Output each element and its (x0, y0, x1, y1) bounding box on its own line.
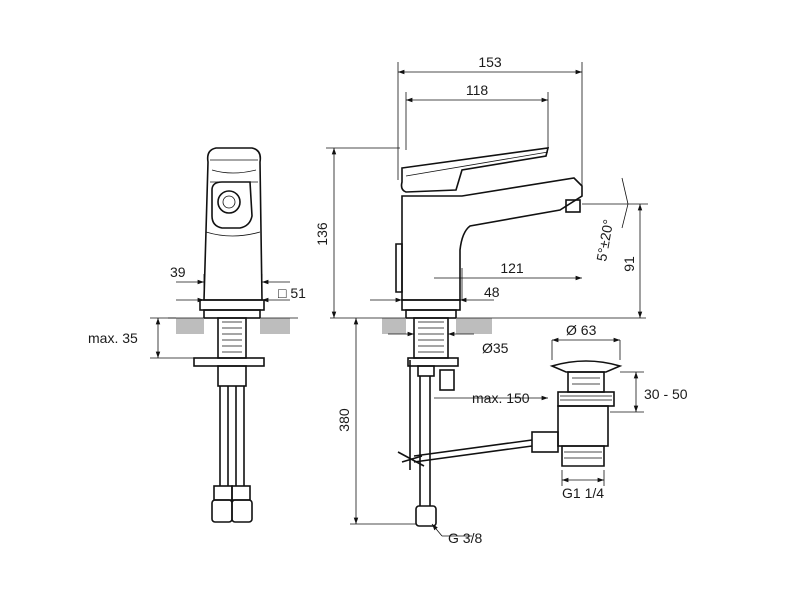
front-body (401, 177, 583, 301)
side-view: 39 □ 51 max. 35 (88, 147, 306, 523)
waste-connector (531, 431, 559, 453)
dim-51: □ 51 (278, 285, 306, 301)
dim-30-50: 30 - 50 (644, 386, 688, 402)
front-floor-right (456, 318, 492, 334)
side-hoses (219, 386, 245, 486)
side-aerator (211, 181, 253, 229)
popup-waste: Ø 63 30 - 50 G1 1/4 (531, 322, 688, 501)
front-floor-left (382, 318, 406, 334)
waste-body (557, 405, 609, 447)
dim-dia35: Ø35 (482, 340, 509, 356)
dim-g114: G1 1/4 (562, 485, 604, 501)
spout-tip (565, 199, 581, 213)
dim-153: 153 (478, 54, 502, 70)
dim-angle: 5°±20° (593, 218, 616, 262)
dim-48: 48 (484, 284, 500, 300)
dim-g38: G 3/8 (448, 530, 482, 546)
dim-max150: max. 150 (472, 390, 530, 406)
dim-dia63: Ø 63 (566, 322, 597, 338)
dim-121: 121 (500, 260, 524, 276)
dim-39: 39 (170, 264, 186, 280)
side-body (203, 147, 263, 301)
side-floor-right (260, 318, 290, 334)
side-floor-left (176, 318, 204, 334)
dim-max35: max. 35 (88, 330, 138, 346)
dim-118: 118 (466, 82, 489, 98)
side-outlet (217, 190, 241, 214)
front-hose (419, 376, 431, 506)
dim-380: 380 (336, 408, 352, 432)
front-lever (400, 147, 550, 193)
dim-91: 91 (621, 256, 637, 272)
waste-plug (549, 360, 623, 373)
popup-rod (413, 439, 533, 463)
dim-136: 136 (314, 222, 330, 246)
front-view: 153 118 136 121 48 91 (314, 54, 648, 546)
